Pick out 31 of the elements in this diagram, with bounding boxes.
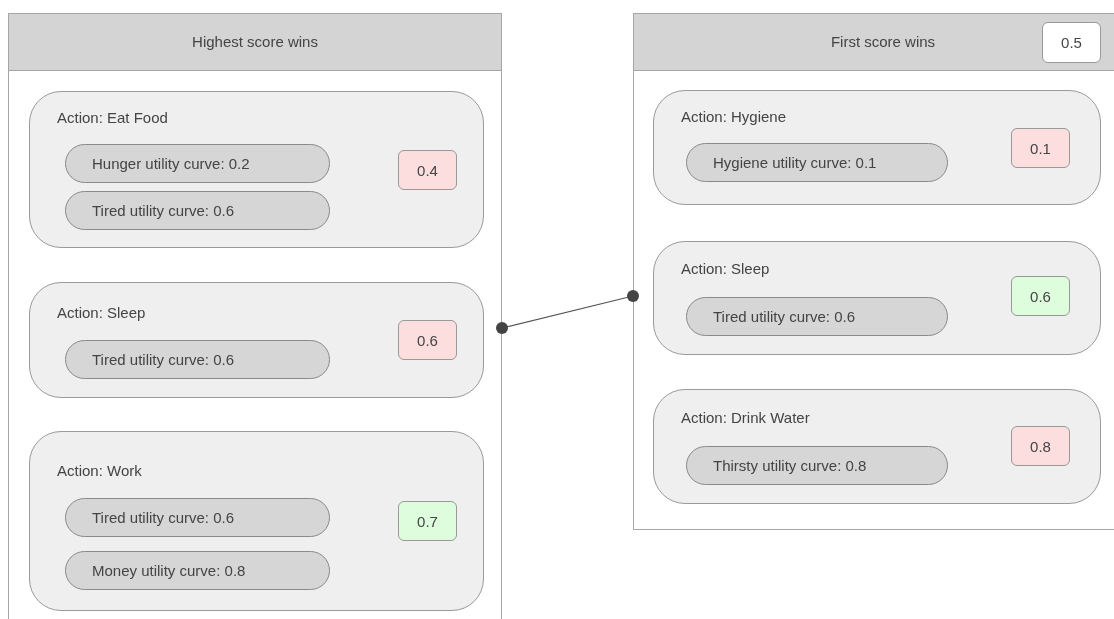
action-title: Action: Drink Water: [681, 409, 810, 426]
panel-header: Highest score wins: [9, 14, 501, 71]
action-title: Action: Eat Food: [57, 109, 168, 126]
action-title: Action: Work: [57, 462, 142, 479]
connector: [496, 290, 639, 334]
action-card: [29, 91, 484, 248]
action-title: Action: Sleep: [681, 260, 770, 277]
utility-curve-pill: Tired utility curve: 0.6: [686, 297, 948, 336]
panel: [633, 13, 1114, 530]
utility-curve-pill: Tired utility curve: 0.6: [65, 498, 330, 537]
action-card: [29, 431, 484, 611]
utility-curve-pill: Money utility curve: 0.8: [65, 551, 330, 590]
action-card: [653, 389, 1101, 504]
action-title: Action: Hygiene: [681, 108, 787, 125]
utility-curve-pill: Hunger utility curve: 0.2: [65, 144, 330, 183]
panel: [8, 13, 502, 619]
score-badge: 0.6: [398, 320, 457, 360]
score-badge: 0.7: [398, 501, 457, 541]
utility-curve-pill: Thirsty utility curve: 0.8: [686, 446, 948, 485]
utility-curve-pill: Hygiene utility curve: 0.1: [686, 143, 948, 182]
action-card: [653, 241, 1101, 355]
score-badge: 0.6: [1011, 276, 1070, 316]
action-card: [29, 282, 484, 398]
action-title: Action: Sleep: [57, 304, 146, 321]
score-badge: 0.4: [398, 150, 457, 190]
utility-curve-pill: Tired utility curve: 0.6: [65, 191, 330, 230]
action-card: [653, 90, 1101, 205]
threshold-badge: 0.5: [1042, 22, 1101, 63]
utility-curve-pill: Tired utility curve: 0.6: [65, 340, 330, 379]
score-badge: 0.8: [1011, 426, 1070, 466]
score-badge: 0.1: [1011, 128, 1070, 168]
